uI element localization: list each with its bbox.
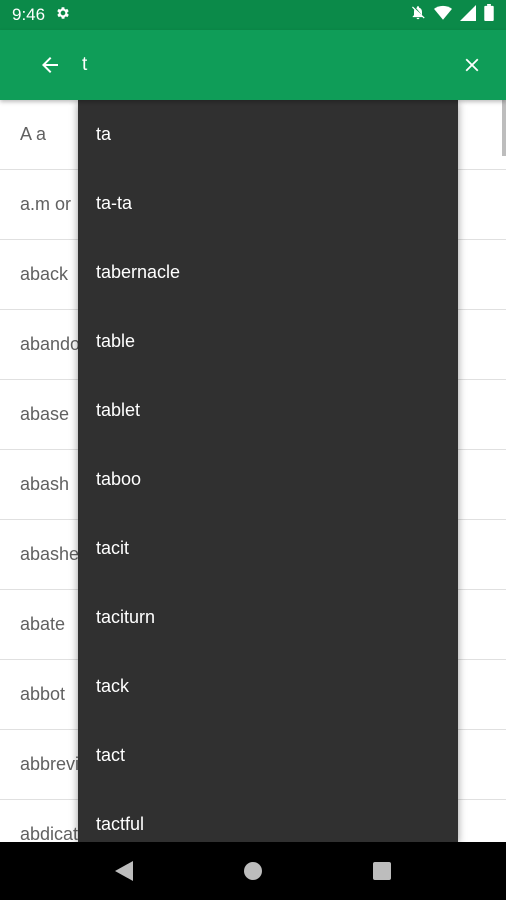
nav-recents-button[interactable]: [358, 847, 406, 895]
list-item-label: abdicate: [20, 824, 89, 842]
search-input[interactable]: [82, 54, 444, 76]
status-time: 9:46: [12, 5, 46, 24]
system-nav-bar: [0, 842, 506, 900]
notifications-off-icon: [410, 4, 426, 26]
suggestion-item[interactable]: ta: [78, 100, 458, 169]
suggestion-item[interactable]: tactful: [78, 790, 458, 842]
list-item-label: abandon: [20, 334, 91, 354]
suggestion-label: ta-ta: [96, 193, 133, 213]
list-item-label: abate: [20, 614, 66, 634]
suggestion-item[interactable]: table: [78, 307, 458, 376]
suggestion-label: table: [96, 331, 136, 351]
circle-home-icon: [243, 862, 262, 880]
status-bar: 9:46: [0, 0, 506, 30]
suggestion-label: tactful: [96, 814, 145, 834]
arrow-left-icon: [42, 57, 58, 73]
suggestions-dropdown: ta ta-ta tabernacle table tablet taboo t…: [78, 100, 458, 842]
list-item-label: abash: [20, 474, 70, 494]
triangle-back-icon: [115, 861, 134, 881]
suggestion-label: tact: [96, 745, 126, 765]
list-item-label: abbot: [20, 684, 66, 704]
suggestion-item[interactable]: tabernacle: [78, 238, 458, 307]
list-item-label: abase: [20, 404, 70, 424]
back-button[interactable]: [22, 37, 78, 93]
suggestion-label: tablet: [96, 400, 141, 420]
suggestion-label: ta: [96, 124, 112, 144]
close-icon: [465, 58, 479, 72]
suggestion-label: tack: [96, 676, 130, 696]
clear-search-button[interactable]: [444, 37, 500, 93]
list-item-label: aback: [20, 264, 69, 284]
list-item-label: a.m or: [20, 194, 72, 214]
list-item[interactable]: abdicate: [0, 800, 506, 842]
scrollbar-thumb[interactable]: [502, 100, 506, 156]
battery-icon: [484, 4, 494, 26]
suggestion-item[interactable]: tablet: [78, 376, 458, 445]
list-item-label: abashed: [20, 544, 90, 564]
suggestion-item[interactable]: tact: [78, 721, 458, 790]
suggestion-item[interactable]: tacit: [78, 514, 458, 583]
list-item-label: A a: [20, 124, 47, 144]
suggestion-item[interactable]: tack: [78, 652, 458, 721]
nav-back-button[interactable]: [100, 847, 148, 895]
suggestion-label: tacit: [96, 538, 130, 558]
suggestion-label: tabernacle: [96, 262, 181, 282]
nav-home-button[interactable]: [229, 847, 277, 895]
square-recents-icon: [372, 862, 391, 880]
gear-icon: [55, 5, 71, 26]
suggestion-item[interactable]: ta-ta: [78, 169, 458, 238]
wifi-icon: [434, 5, 452, 26]
suggestion-label: taboo: [96, 469, 142, 489]
search-app-bar: [0, 30, 506, 100]
signal-icon: [460, 4, 476, 26]
suggestion-item[interactable]: taciturn: [78, 583, 458, 652]
suggestion-label: taciturn: [96, 607, 156, 627]
suggestion-item[interactable]: taboo: [78, 445, 458, 514]
